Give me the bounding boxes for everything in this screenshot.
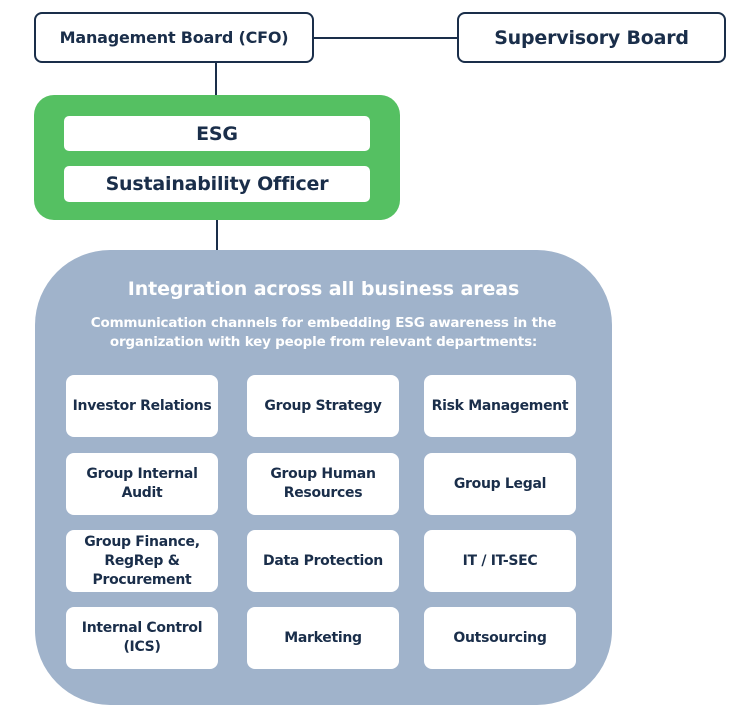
- sustainability-officer-box: Sustainability Officer: [64, 166, 370, 202]
- integration-panel: Integration across all business areas Co…: [35, 250, 612, 705]
- department-card: Data Protection: [247, 530, 399, 592]
- department-card: Group Internal Audit: [66, 453, 218, 515]
- management-board-box: Management Board (CFO): [34, 12, 314, 63]
- department-card: Investor Relations: [66, 375, 218, 437]
- department-card: Risk Management: [424, 375, 576, 437]
- department-card: Group Finance, RegRep & Procurement: [66, 530, 218, 592]
- connector-management-supervisory: [314, 37, 457, 39]
- connector-esg-integration: [216, 220, 218, 250]
- department-card: Group Legal: [424, 453, 576, 515]
- integration-subtitle: Communication channels for embedding ESG…: [90, 315, 557, 350]
- connector-management-esg: [215, 63, 217, 95]
- department-card: Internal Control (ICS): [66, 607, 218, 669]
- integration-title: Integration across all business areas: [127, 278, 520, 300]
- department-card: Marketing: [247, 607, 399, 669]
- esg-panel: ESG Sustainability Officer: [34, 95, 400, 220]
- esg-box: ESG: [64, 116, 370, 151]
- department-card: Outsourcing: [424, 607, 576, 669]
- department-card: IT / IT-SEC: [424, 530, 576, 592]
- supervisory-board-box: Supervisory Board: [457, 12, 726, 63]
- department-grid: Investor Relations Group Strategy Risk M…: [66, 375, 576, 669]
- department-card: Group Strategy: [247, 375, 399, 437]
- department-card: Group Human Resources: [247, 453, 399, 515]
